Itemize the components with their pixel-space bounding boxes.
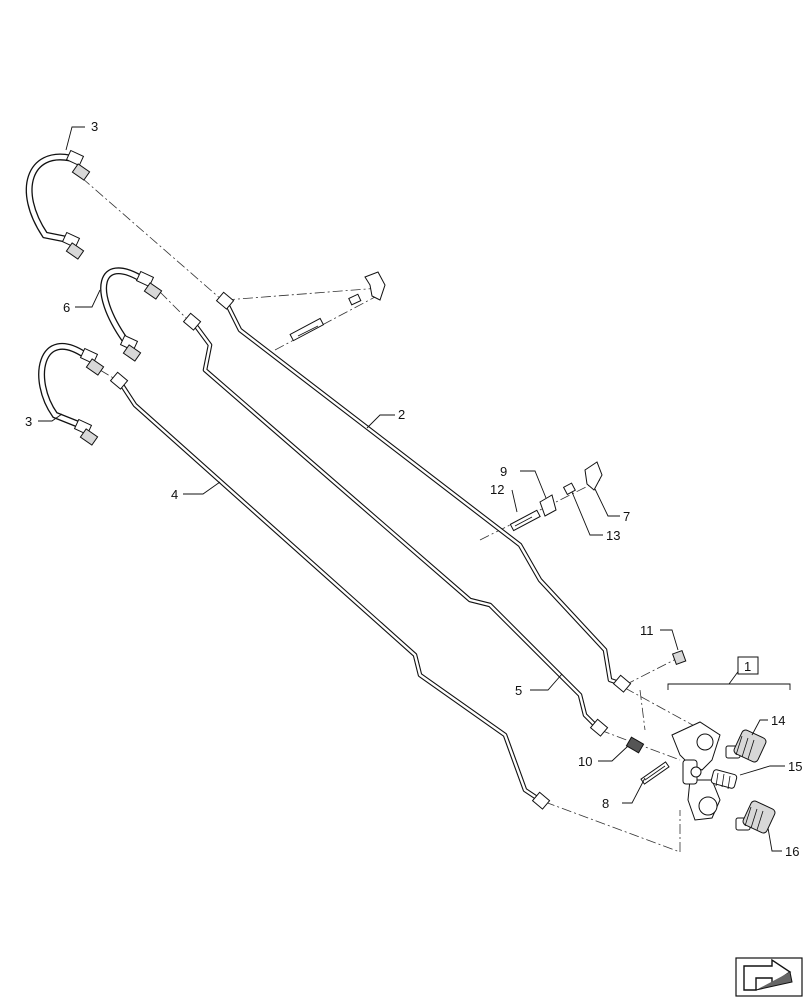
callout-8: 8 [602, 796, 609, 811]
cap-11 [671, 649, 687, 665]
callout-14: 14 [771, 713, 785, 728]
upper-clamp-assembly [289, 271, 386, 342]
tube-4 [109, 371, 551, 810]
bolt-12 [509, 509, 541, 532]
callout-6: 6 [63, 300, 70, 315]
callout-labels: 1 2 3 3 4 5 6 7 8 9 10 11 12 13 14 15 16 [25, 119, 802, 859]
callout-3-lower: 3 [25, 414, 32, 429]
valve-block-1 [671, 721, 721, 821]
callout-10: 10 [578, 754, 592, 769]
callout-4: 4 [171, 487, 178, 502]
callout-13: 13 [606, 528, 620, 543]
callout-12: 12 [490, 482, 504, 497]
fitting-10 [625, 736, 645, 754]
next-page-arrow-icon[interactable] [735, 957, 803, 997]
callout-7: 7 [623, 509, 630, 524]
callout-16: 16 [785, 844, 799, 859]
clamp-bracket-7 [584, 461, 603, 491]
hose-3-lower [38, 343, 105, 446]
hose-3-upper [25, 149, 91, 260]
bolt-8 [640, 761, 670, 785]
coupler-14 [725, 729, 767, 763]
callout-2: 2 [398, 407, 405, 422]
callout-9: 9 [500, 464, 507, 479]
callout-1: 1 [744, 659, 751, 674]
leader-lines [38, 126, 785, 852]
spacer-13 [562, 482, 576, 496]
callout-3-upper: 3 [91, 119, 98, 134]
coupler-15 [710, 769, 738, 790]
clamp-half-9 [539, 494, 557, 517]
callout-5: 5 [515, 683, 522, 698]
tube-2 [215, 291, 632, 693]
tube-5 [182, 312, 609, 737]
hose-6 [100, 267, 163, 362]
callout-15: 15 [788, 759, 802, 774]
callout-11: 11 [640, 623, 654, 638]
group-bracket-1 [667, 656, 791, 690]
coupler-16 [735, 800, 776, 834]
